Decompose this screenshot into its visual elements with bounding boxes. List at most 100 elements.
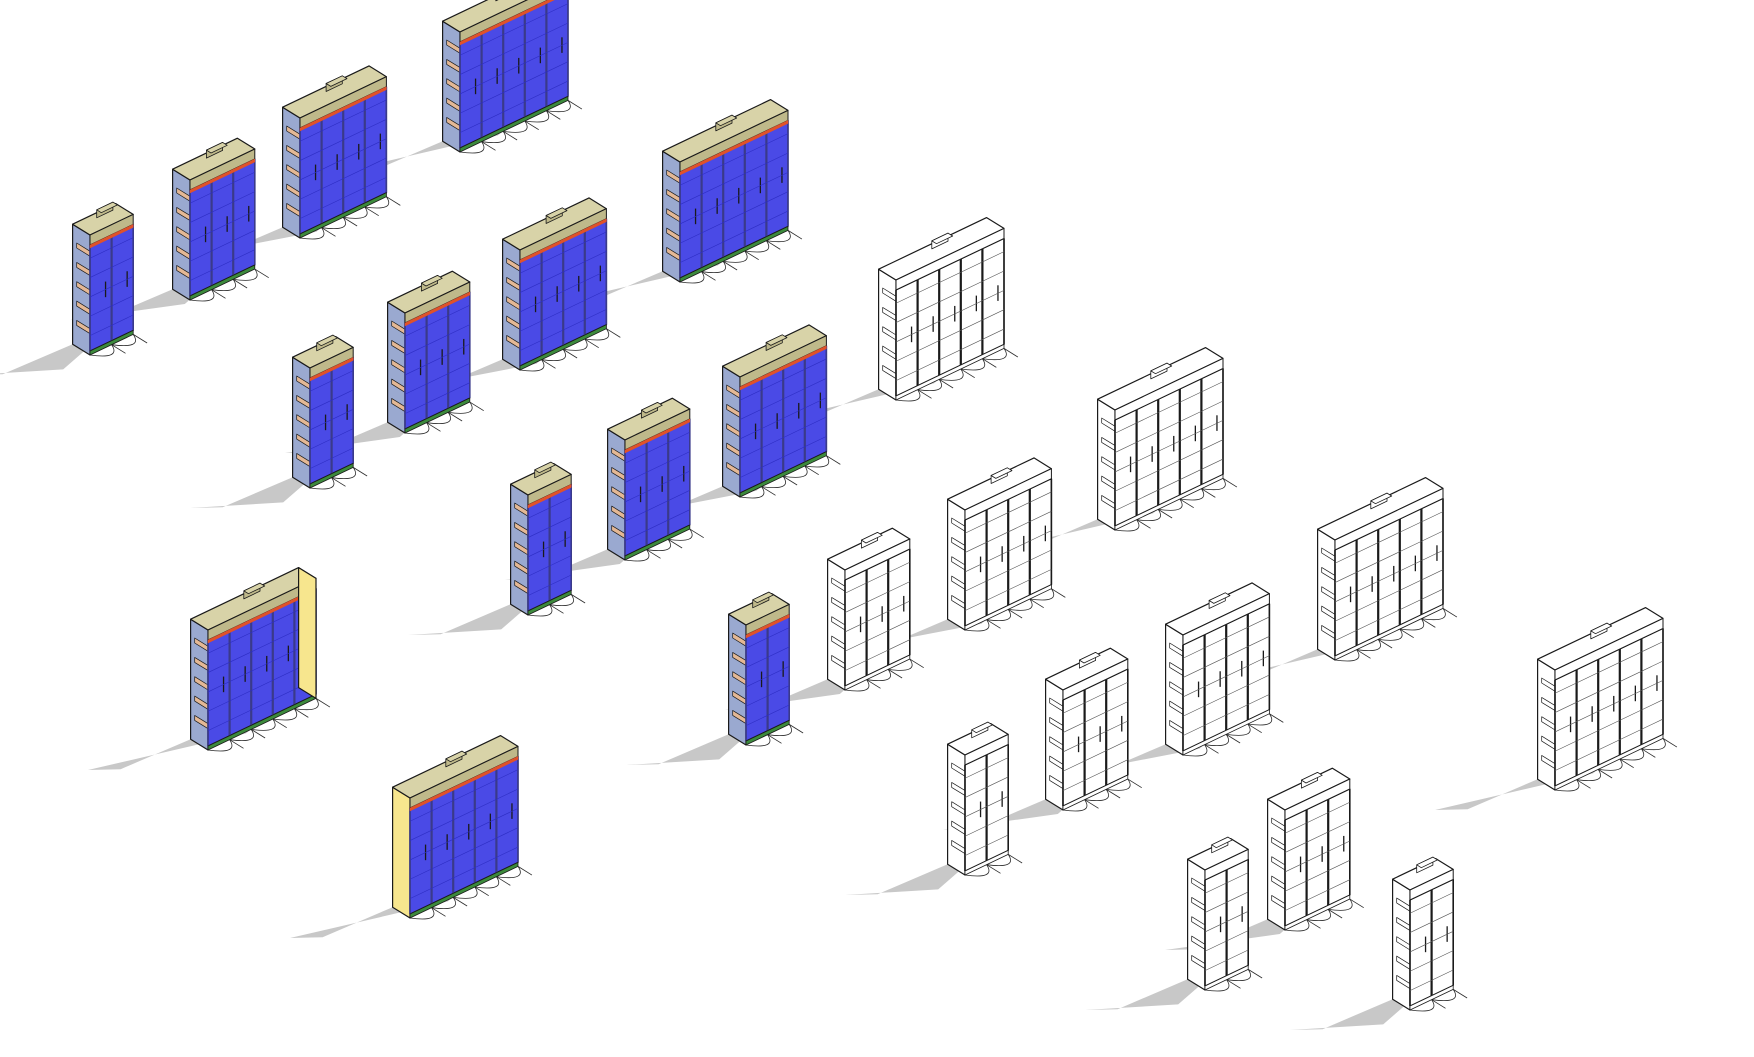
door-swing-arc (474, 876, 500, 889)
door-swing-arc (1284, 919, 1310, 932)
base-kick (404, 397, 471, 434)
cooler-case-colored (626, 591, 804, 765)
base-kick (895, 343, 1005, 401)
door-swing-arc (409, 907, 435, 920)
cooler-case-colored (180, 65, 401, 258)
ground-shadow (1290, 978, 1436, 1030)
door-swing-arc (761, 476, 786, 489)
door-swing-arc (895, 389, 921, 402)
door-swing-arc (1226, 969, 1251, 982)
cooler-case-outline (1085, 836, 1263, 1010)
door-swing-arc (1158, 498, 1183, 511)
door-swing-arc (1182, 744, 1208, 757)
ground-shadow (408, 583, 554, 635)
base-kick (459, 96, 569, 153)
canopy-front (964, 733, 1009, 766)
door-swing-arc (549, 594, 574, 607)
base-kick (844, 654, 911, 691)
door-swing-arc (1431, 989, 1456, 1002)
base-kick (1204, 965, 1249, 991)
door-swing-arc (541, 349, 566, 362)
canopy-top (442, 0, 529, 33)
canopy-stripe (299, 86, 387, 132)
base-kick (527, 590, 572, 616)
ground-shadow (943, 768, 1111, 830)
door-swing-arc (1084, 789, 1109, 802)
door-swing-arc (1421, 608, 1446, 621)
door-swing-arc (1247, 713, 1273, 726)
base-kick (1114, 473, 1224, 531)
base-kick (309, 462, 354, 489)
door-swing-arc (766, 230, 791, 243)
door-swing-arc (527, 604, 553, 617)
ground-shadow (725, 648, 893, 710)
ground-shadow (0, 323, 116, 375)
ground-shadow (285, 391, 453, 453)
door-swing-arc (624, 549, 650, 562)
base-kick (189, 264, 256, 301)
top-light-box (495, 0, 499, 2)
door-swing-arc (364, 196, 390, 209)
door-swing-arc (668, 528, 693, 541)
door-swing-arc (321, 217, 346, 230)
door-swing-arc (701, 261, 726, 274)
cooler-case-outline (845, 721, 1023, 895)
end-panel (298, 566, 317, 700)
cooler-case-outline (995, 347, 1238, 550)
door-swing-arc (804, 455, 830, 468)
base-kick (519, 324, 607, 371)
cooler-case-outline (776, 217, 1019, 420)
door-swing-arc (459, 141, 485, 154)
door-swing-arc (272, 708, 298, 721)
door-swing-arc (343, 206, 368, 219)
door-swing-arc (1598, 758, 1623, 771)
base-kick (409, 862, 519, 919)
canopy-front (964, 468, 1052, 521)
base-kick (739, 451, 827, 498)
base-kick (624, 524, 691, 561)
canopy-stripe (404, 291, 471, 327)
cooler-case-outline (1063, 582, 1284, 775)
door-swing-arc (917, 379, 942, 392)
door-swing-arc (1378, 628, 1403, 641)
door-swing-arc (251, 718, 276, 731)
door-swing-arc (89, 344, 115, 357)
door-swing-arc (844, 679, 870, 692)
base-kick (964, 850, 1009, 876)
base-kick (964, 584, 1052, 631)
cooler-case-colored (290, 734, 533, 938)
door-swing-arc (745, 734, 771, 747)
canopy-front (1062, 658, 1129, 701)
canopy-stripe (409, 756, 519, 812)
door-swing-arc (207, 739, 233, 752)
door-swing-arc (294, 698, 319, 711)
base-kick (679, 225, 789, 283)
door-swing-arc (519, 359, 545, 372)
base-kick (1284, 894, 1351, 931)
canopy-stripe (739, 345, 827, 391)
canopy-front (1204, 848, 1249, 881)
door-swing-arc (1201, 478, 1226, 491)
door-swing-arc (744, 240, 770, 253)
door-swing-arc (1204, 734, 1229, 747)
door-swing-arc (1204, 979, 1230, 992)
base-kick (299, 192, 387, 239)
door-swing-arc (1399, 618, 1425, 631)
door-swing-arc (939, 368, 964, 381)
canopy-stripe (89, 224, 134, 249)
door-swing-arc (1306, 909, 1331, 922)
door-swing-arc (888, 658, 913, 671)
door-swing-arc (1356, 639, 1381, 652)
door-swing-arc (448, 401, 473, 414)
base-kick (1182, 709, 1270, 756)
door-swing-arc (646, 539, 671, 552)
side-panel (392, 786, 411, 919)
cooler-case-colored (505, 397, 704, 580)
canopy-front (1409, 868, 1454, 901)
canopy-front (1554, 617, 1664, 681)
canopy-stripe (519, 218, 607, 264)
canopy-front (1114, 357, 1224, 421)
door-swing-arc (426, 412, 451, 425)
door-swing-arc (982, 348, 1007, 361)
door-swing-arc (1328, 898, 1353, 911)
